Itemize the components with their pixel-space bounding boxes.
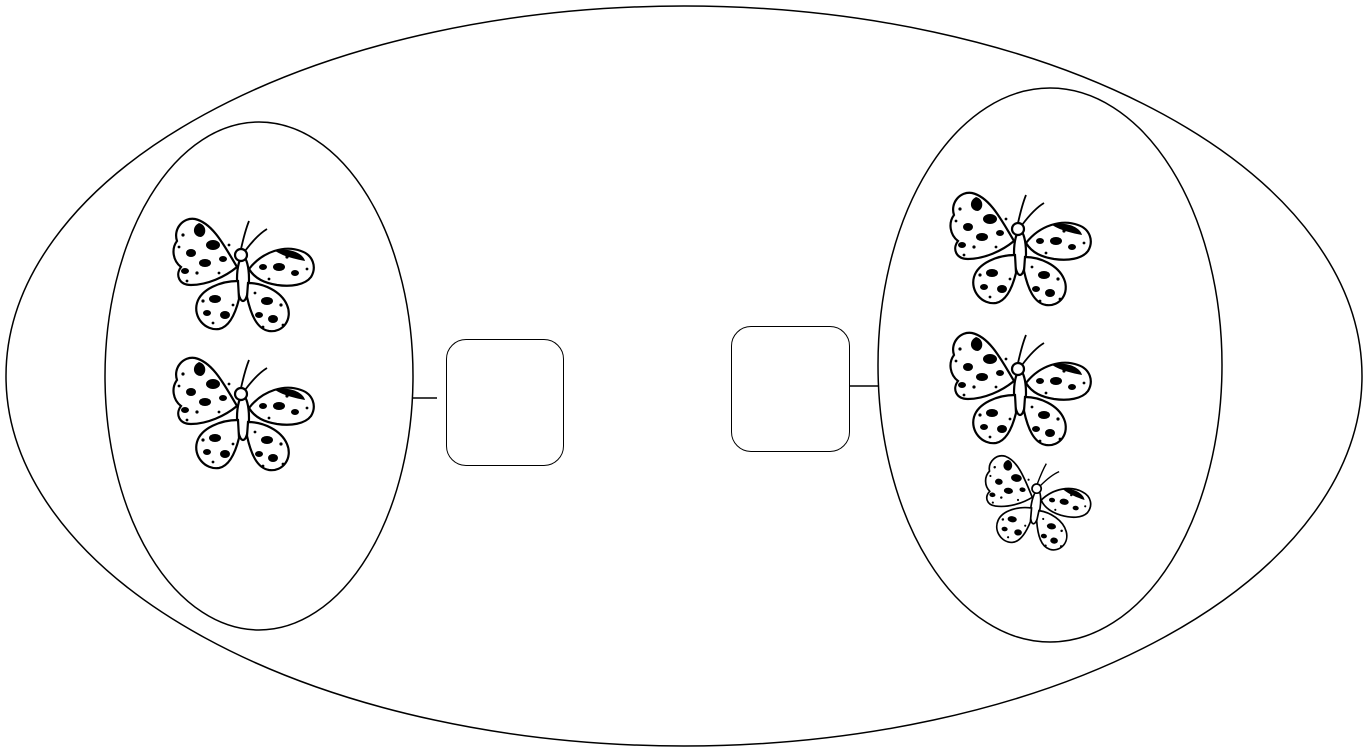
- whole-oval: [5, 5, 1363, 747]
- right-count-box[interactable]: [731, 326, 850, 452]
- left-count-box[interactable]: [446, 339, 564, 466]
- left-part-oval: [104, 121, 414, 631]
- right-butterfly-group: [949, 191, 1097, 556]
- butterfly-icon: [949, 331, 1093, 447]
- butterfly-icon: [172, 356, 316, 472]
- butterfly-icon: [975, 452, 1097, 556]
- butterfly-icon: [949, 191, 1093, 307]
- left-butterfly-group: [172, 217, 316, 472]
- right-part-oval: [877, 87, 1223, 643]
- butterfly-icon: [172, 217, 316, 333]
